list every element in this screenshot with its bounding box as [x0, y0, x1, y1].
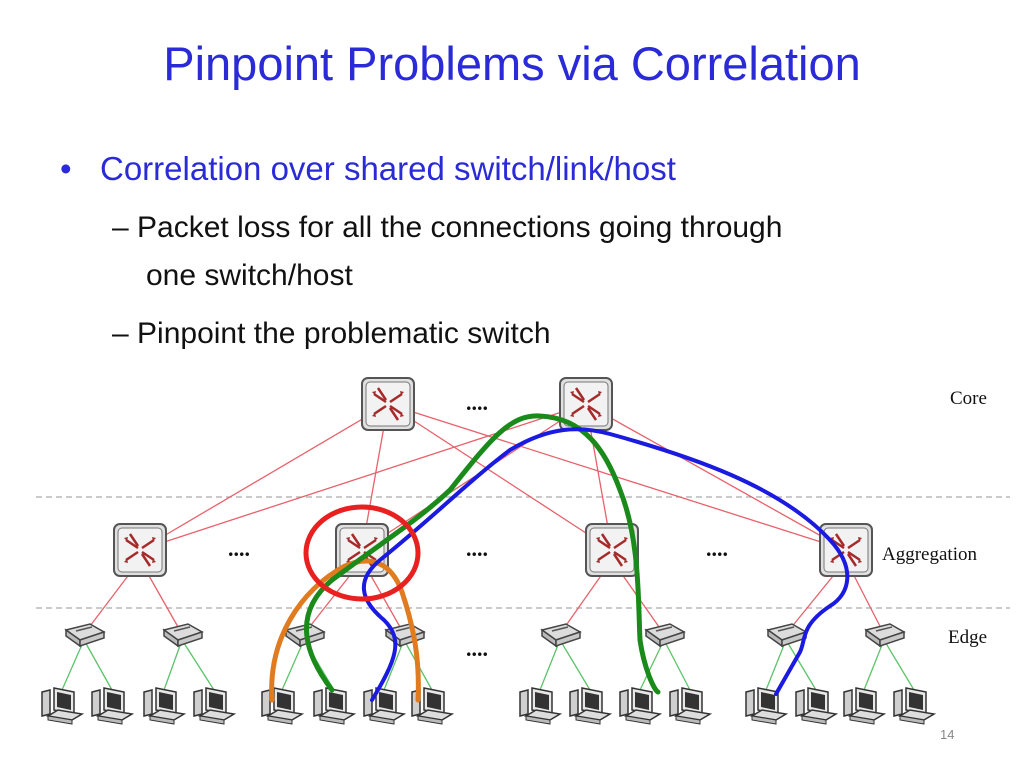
computer-icon	[519, 687, 561, 725]
edge-switch-icon	[65, 623, 105, 647]
computer-icon	[893, 687, 935, 725]
computer-icon	[569, 687, 611, 725]
computer-icon	[363, 687, 405, 725]
page-number: 14	[940, 727, 955, 742]
core-router-1-icon	[360, 376, 416, 432]
aggregation-edge-links	[83, 559, 885, 635]
computer-icon	[193, 687, 235, 725]
computer-icon	[843, 687, 885, 725]
layer-label-core: Core	[950, 388, 987, 409]
subbullet-1: – Packet loss for all the connections go…	[112, 211, 782, 245]
blue-connection-path	[362, 427, 850, 702]
computer-icon	[41, 687, 83, 725]
edge-switch-icon	[865, 623, 905, 647]
edge-switch-icon	[163, 623, 203, 647]
layer-label-aggregation: Aggregation	[882, 544, 977, 565]
computer-icon	[261, 687, 303, 725]
aggregation-ellipsis-3: ....	[706, 536, 728, 561]
edge-switch-icon	[541, 623, 581, 647]
bullet-marker: •	[60, 150, 72, 187]
orange-connection-path	[269, 558, 421, 703]
computer-icon	[669, 687, 711, 725]
subbullet-2: – Pinpoint the problematic switch	[112, 317, 551, 351]
edge-ellipsis: ....	[466, 636, 488, 661]
aggregation-router-1-icon	[112, 522, 168, 578]
subbullet-2-text: Pinpoint the problematic switch	[137, 317, 551, 350]
bullet-1-text: Correlation over shared switch/link/host	[100, 150, 676, 187]
edge-switch-icon	[645, 623, 685, 647]
aggregation-ellipsis-1: ....	[228, 536, 250, 561]
subbullet-1-text: Packet loss for all the connections goin…	[137, 211, 783, 244]
computer-icon	[313, 687, 355, 725]
edge-switch-icon	[767, 623, 807, 647]
sub-marker: –	[112, 211, 129, 244]
computer-icon	[143, 687, 185, 725]
computer-icon	[91, 687, 133, 725]
computer-icon	[619, 687, 661, 725]
computer-icon	[745, 687, 787, 725]
problematic-switch-highlight	[303, 504, 421, 602]
subbullet-1-continued: one switch/host	[146, 259, 353, 292]
hosts	[41, 687, 935, 725]
green-connection-path	[304, 413, 661, 695]
slide-title: Pinpoint Problems via Correlation	[163, 37, 861, 90]
sub-marker: –	[112, 317, 129, 350]
aggregation-ellipsis-2: ....	[466, 536, 488, 561]
edge-host-links	[61, 639, 915, 691]
computer-icon	[795, 687, 837, 725]
core-ellipsis: ....	[466, 390, 488, 415]
layer-label-edge: Edge	[948, 627, 987, 648]
